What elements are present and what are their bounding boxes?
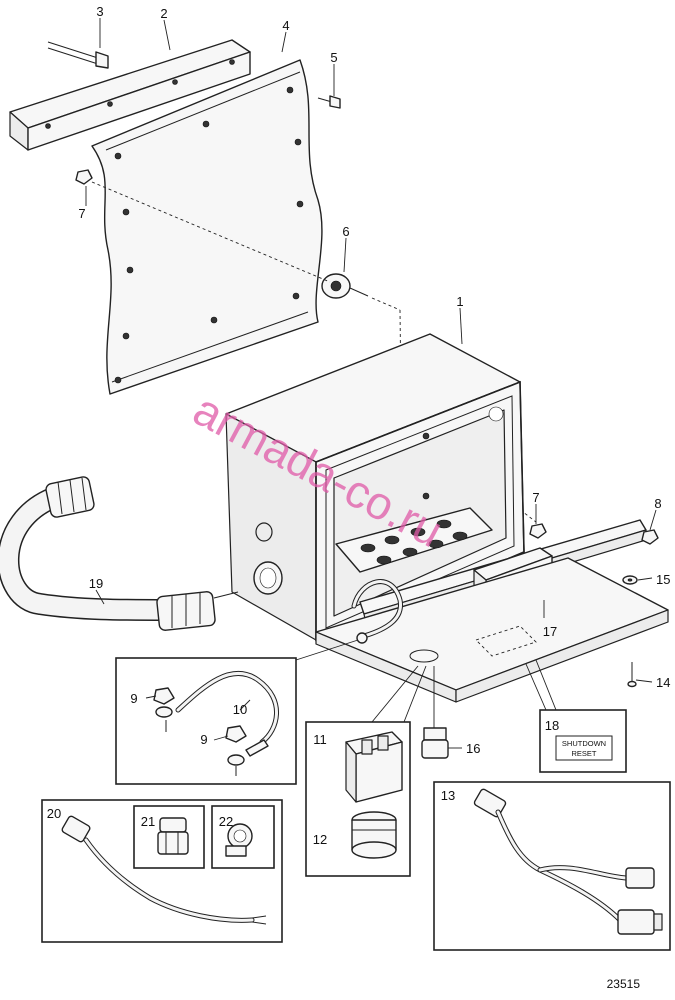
nut <box>529 523 547 539</box>
callout-4: 4 <box>282 18 289 33</box>
screw <box>627 662 637 688</box>
washer <box>622 575 638 585</box>
callout-14: 14 <box>656 675 670 690</box>
callout-8: 8 <box>654 496 661 511</box>
reference-number: 23515 <box>607 977 641 991</box>
callout-22: 22 <box>219 814 233 829</box>
callout-9: 9 <box>130 691 137 706</box>
ground-cable <box>153 671 279 776</box>
callout-13: 13 <box>441 788 455 803</box>
callout-7: 7 <box>78 206 85 221</box>
callout-11: 11 <box>313 732 327 747</box>
callout-7: 7 <box>532 490 539 505</box>
callout-2: 2 <box>160 6 167 21</box>
cable-gland <box>421 666 449 759</box>
callout-18: 18 <box>545 718 559 733</box>
inset-ground-cable <box>115 657 297 785</box>
decal-line-2: RESET <box>571 749 596 758</box>
nut <box>641 529 659 545</box>
callout-20: 20 <box>47 806 61 821</box>
callout-21: 21 <box>141 814 155 829</box>
nut <box>75 169 93 185</box>
wiring-harness <box>473 788 663 935</box>
callout-3: 3 <box>96 4 103 19</box>
bolt <box>47 41 109 69</box>
screw <box>317 95 341 109</box>
socket <box>351 811 397 859</box>
callout-19: 19 <box>89 576 103 591</box>
decal-line-1: SHUTDOWN <box>562 739 606 748</box>
relay <box>345 731 403 803</box>
shutdown-reset-decal <box>555 735 613 761</box>
enclosure-box <box>225 333 525 642</box>
callout-10: 10 <box>233 702 247 717</box>
callout-1: 1 <box>456 294 463 309</box>
cable-conduit <box>0 476 239 631</box>
callout-6: 6 <box>342 224 349 239</box>
callout-9: 9 <box>200 732 207 747</box>
leader-lines <box>85 18 657 749</box>
callout-12: 12 <box>313 832 327 847</box>
enclosure-lid <box>315 557 669 703</box>
spacer <box>321 273 369 299</box>
callout-16: 16 <box>466 741 480 756</box>
cable-gland <box>157 817 189 855</box>
callout-15: 15 <box>656 572 670 587</box>
callout-5: 5 <box>330 50 337 65</box>
wiring-harness <box>61 815 267 925</box>
mounting-plate <box>91 59 323 395</box>
mounting-rail <box>9 39 251 151</box>
callout-17: 17 <box>543 624 557 639</box>
cable-clip <box>225 823 253 857</box>
